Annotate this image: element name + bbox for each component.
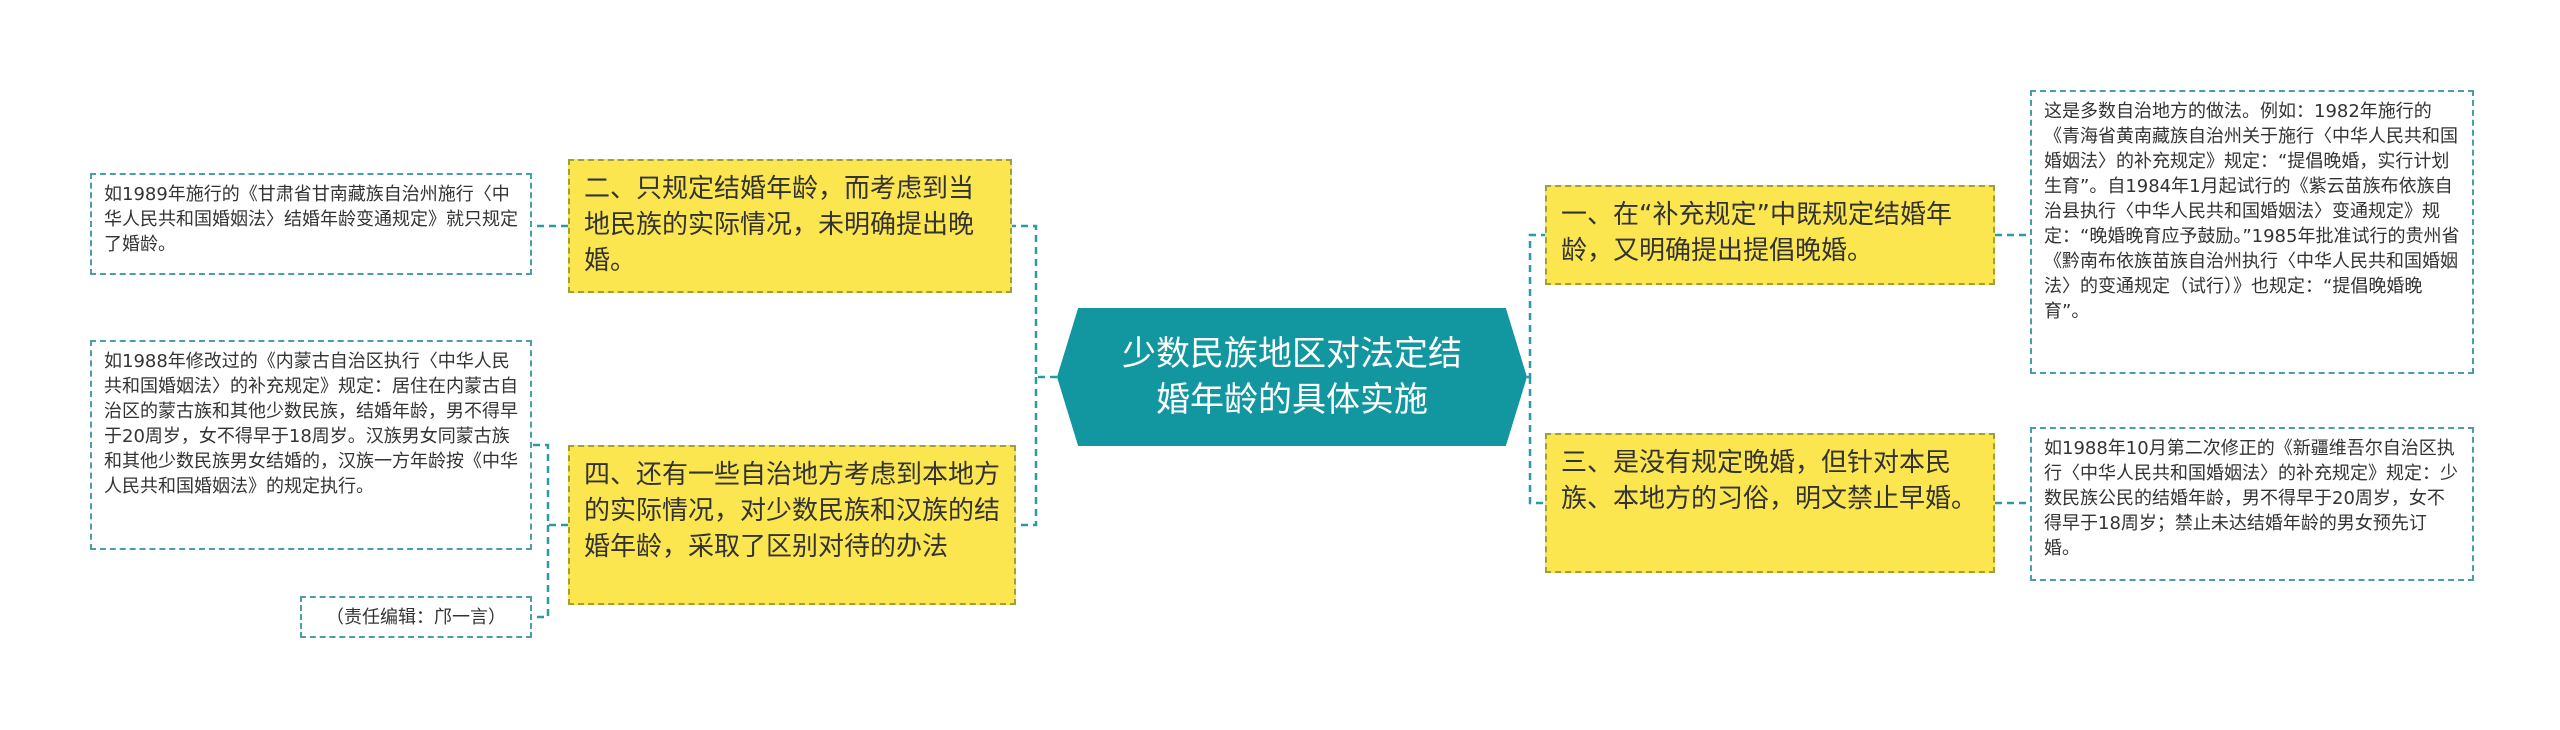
topic-4-label: 四、还有一些自治地方考虑到本地方的实际情况，对少数民族和汉族的结婚年龄，采取了区… bbox=[584, 460, 1001, 562]
detail-gannan-text: 如1989年施行的《甘肃省甘南藏族自治州施行〈中华人民共和国婚姻法〉结婚年龄变通… bbox=[104, 184, 518, 255]
topic-2[interactable]: 二、只规定结婚年龄，而考虑到当地民族的实际情况，未明确提出晚婚。 bbox=[568, 159, 1012, 293]
detail-inner-mongolia[interactable]: 如1988年修改过的《内蒙古自治区执行〈中华人民共和国婚姻法〉的补充规定》规定：… bbox=[90, 340, 532, 550]
central-topic[interactable]: 少数民族地区对法定结婚年龄的具体实施 bbox=[1057, 308, 1527, 446]
detail-gannan[interactable]: 如1989年施行的《甘肃省甘南藏族自治州施行〈中华人民共和国婚姻法〉结婚年龄变通… bbox=[90, 173, 532, 275]
topic-3-label: 三、是没有规定晚婚，但针对本民族、本地方的习俗，明文禁止早婚。 bbox=[1561, 448, 1978, 514]
detail-inner-mongolia-text: 如1988年修改过的《内蒙古自治区执行〈中华人民共和国婚姻法〉的补充规定》规定：… bbox=[104, 351, 518, 497]
connector-t4-d4 bbox=[532, 443, 568, 527]
topic-3[interactable]: 三、是没有规定晚婚，但针对本民族、本地方的习俗，明文禁止早婚。 bbox=[1545, 433, 1995, 573]
detail-editor-note-text: （责任编辑：邝一言） bbox=[326, 607, 506, 628]
connector-central-t4 bbox=[1016, 377, 1038, 527]
topic-4[interactable]: 四、还有一些自治地方考虑到本地方的实际情况，对少数民族和汉族的结婚年龄，采取了区… bbox=[568, 445, 1016, 605]
connector-central-t3 bbox=[1528, 377, 1545, 505]
topic-1-label: 一、在“补充规定”中既规定结婚年龄，又明确提出提倡晚婚。 bbox=[1561, 200, 1952, 266]
topic-1[interactable]: 一、在“补充规定”中既规定结婚年龄，又明确提出提倡晚婚。 bbox=[1545, 185, 1995, 285]
connector-central-t2 bbox=[1012, 224, 1057, 379]
detail-examples-text: 这是多数自治地方的做法。例如：1982年施行的《青海省黄南藏族自治州关于施行〈中… bbox=[2044, 101, 2460, 322]
topic-2-label: 二、只规定结婚年龄，而考虑到当地民族的实际情况，未明确提出晚婚。 bbox=[584, 174, 975, 276]
detail-xinjiang[interactable]: 如1988年10月第二次修正的《新疆维吾尔自治区执行〈中华人民共和国婚姻法〉的补… bbox=[2030, 427, 2474, 581]
detail-xinjiang-text: 如1988年10月第二次修正的《新疆维吾尔自治区执行〈中华人民共和国婚姻法〉的补… bbox=[2044, 438, 2458, 559]
detail-examples[interactable]: 这是多数自治地方的做法。例如：1982年施行的《青海省黄南藏族自治州关于施行〈中… bbox=[2030, 90, 2474, 374]
connector-t4-d5 bbox=[532, 525, 550, 619]
detail-editor-note[interactable]: （责任编辑：邝一言） bbox=[300, 596, 532, 638]
connector-central-t1b bbox=[1527, 233, 1545, 379]
central-topic-label: 少数民族地区对法定结婚年龄的具体实施 bbox=[1122, 334, 1462, 420]
